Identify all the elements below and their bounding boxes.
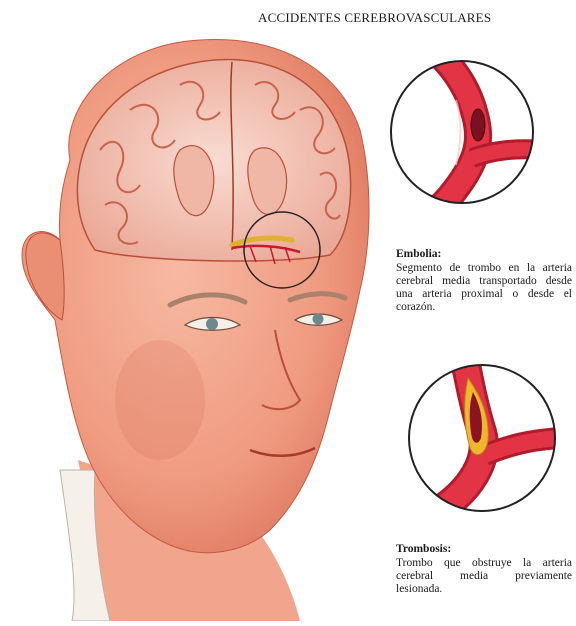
embolus [471,109,485,141]
embolism-inset [391,55,545,235]
thrombosis-heading: Trombosis: [396,543,572,556]
page-title: ACCIDENTES CEREBROVASCULARES [258,10,558,26]
embolism-text: Segmento de trombo en la arteria cerebra… [396,262,572,314]
thrombosis-text: Trombo que obstruye la arteria cerebral … [396,557,572,596]
thrombosis-caption: Trombosis: Trombo que obstruye la arteri… [396,543,572,596]
embolism-heading: Embolia: [396,248,572,261]
thrombosis-inset [395,360,560,530]
embolism-caption: Embolia: Segmento de trombo en la arteri… [396,248,572,314]
